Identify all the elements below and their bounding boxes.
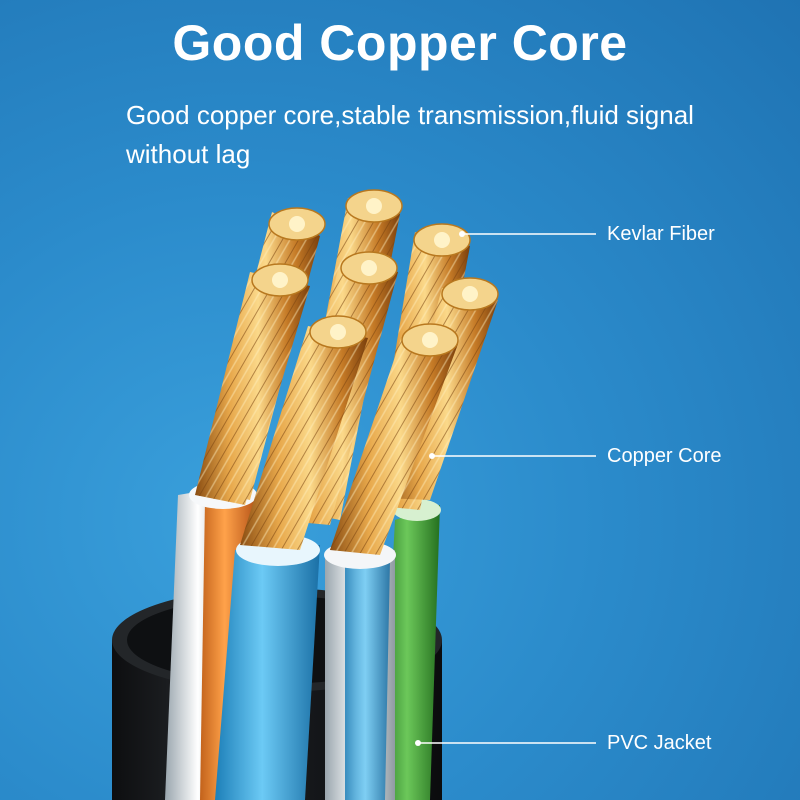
kevlar-fiber-label: Kevlar Fiber xyxy=(607,223,715,245)
callout-dots xyxy=(415,231,465,746)
insulated-wires xyxy=(165,481,441,800)
page-subtitle: Good copper core,stable transmission,flu… xyxy=(126,100,694,169)
copper-conductors xyxy=(195,189,499,555)
copper-core-label: Copper Core xyxy=(607,445,722,467)
pvc-jacket-label: PVC Jacket xyxy=(607,732,712,754)
callout-lines xyxy=(418,233,596,744)
page-title: Good Copper Core xyxy=(172,15,628,71)
